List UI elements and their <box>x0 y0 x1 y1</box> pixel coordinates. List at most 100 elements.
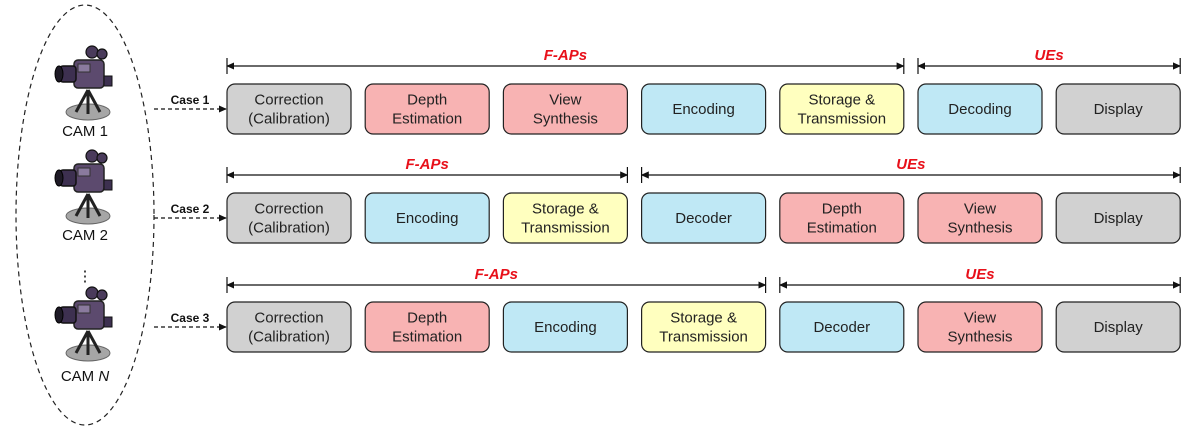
stage-label: Display <box>1094 210 1144 227</box>
stage-label: Depth <box>822 201 862 218</box>
stage-box: Encoding <box>502 301 628 353</box>
stage-box-shape <box>502 192 628 244</box>
stage-label: Decoding <box>948 101 1011 118</box>
span-label: F-APs <box>544 47 587 64</box>
stage-box-shape <box>226 192 352 244</box>
stage-label: Estimation <box>392 111 462 128</box>
stage-box: Display <box>1055 192 1181 244</box>
stage-label: Storage & <box>532 201 599 218</box>
case-label: Case 3 <box>171 311 210 325</box>
stage-box-shape <box>779 301 905 353</box>
stage-box: Decoding <box>917 83 1043 135</box>
stage-box-shape <box>364 301 490 353</box>
stage-box-shape <box>1055 301 1181 353</box>
stage-label: Depth <box>407 310 447 327</box>
stage-label: Storage & <box>808 92 875 109</box>
stage-label: (Calibration) <box>248 329 330 346</box>
stage-box-shape <box>640 83 767 135</box>
stage-box-shape <box>364 192 490 244</box>
stage-label: Storage & <box>670 310 737 327</box>
stage-box-shape <box>1055 83 1181 135</box>
stage-label: Encoding <box>534 319 597 336</box>
video-camera-icon <box>53 148 114 226</box>
video-camera-icon <box>53 285 114 363</box>
stage-box: Display <box>1055 301 1181 353</box>
stage-box: Encoding <box>640 83 767 135</box>
stage-box-shape <box>917 192 1043 244</box>
camera-label: CAM 2 <box>62 227 108 244</box>
stage-label: Correction <box>254 92 323 109</box>
stage-label: Decoder <box>813 319 870 336</box>
stage-label: Transmission <box>797 111 886 128</box>
stage-box: Decoder <box>640 192 767 244</box>
stage-box-shape <box>364 83 490 135</box>
stage-label: View <box>964 310 996 327</box>
camera-2: CAM 2 <box>53 148 114 244</box>
camera-label: CAM 1 <box>62 123 108 140</box>
stage-label: (Calibration) <box>248 111 330 128</box>
span-label: F-APs <box>406 156 449 173</box>
stage-box: Storage & Transmission <box>779 83 905 135</box>
stage-box-shape <box>226 83 352 135</box>
stage-box: Storage & Transmission <box>640 301 767 353</box>
span-label: UEs <box>965 266 994 283</box>
stage-box: Storage & Transmission <box>502 192 628 244</box>
stage-label: Display <box>1094 101 1144 118</box>
stage-box-shape <box>640 192 767 244</box>
stage-box-shape <box>779 192 905 244</box>
stage-label: (Calibration) <box>248 220 330 237</box>
camera-n: CAM N <box>53 285 114 385</box>
stage-box-shape <box>917 83 1043 135</box>
span-label: UEs <box>1035 47 1064 64</box>
stage-label: Correction <box>254 310 323 327</box>
stage-label: View <box>549 92 581 109</box>
stage-label: Transmission <box>521 220 610 237</box>
stage-label: Decoder <box>675 210 732 227</box>
stage-label: View <box>964 201 996 218</box>
stage-box-shape <box>226 301 352 353</box>
camera-ellipsis: ⋮ <box>78 268 93 285</box>
stage-box: Display <box>1055 83 1181 135</box>
stage-box-shape <box>502 301 628 353</box>
stage-box-shape <box>502 83 628 135</box>
stage-label: Correction <box>254 201 323 218</box>
stage-box: Encoding <box>364 192 490 244</box>
stage-label: Synthesis <box>947 329 1012 346</box>
stage-label: Estimation <box>807 220 877 237</box>
case-label: Case 2 <box>171 202 210 216</box>
stage-box-shape <box>917 301 1043 353</box>
stage-box-shape <box>779 83 905 135</box>
stage-box: Correction (Calibration) <box>226 301 352 353</box>
case-label: Case 1 <box>171 93 210 107</box>
stage-label: Transmission <box>659 329 748 346</box>
camera-1: CAM 1 <box>53 44 114 140</box>
stage-label: Synthesis <box>947 220 1012 237</box>
camera-label: CAM N <box>61 368 110 385</box>
video-camera-icon <box>53 44 114 122</box>
stage-label: Encoding <box>672 101 735 118</box>
stage-box: Correction (Calibration) <box>226 192 352 244</box>
stage-box: Decoder <box>779 301 905 353</box>
stage-box: Correction (Calibration) <box>226 83 352 135</box>
stage-label: Synthesis <box>533 111 598 128</box>
stage-label: Estimation <box>392 329 462 346</box>
span-label: F-APs <box>475 266 518 283</box>
stage-box-shape <box>640 301 767 353</box>
camera-group-outline <box>15 4 155 426</box>
stage-label: Display <box>1094 319 1144 336</box>
stage-label: Depth <box>407 92 447 109</box>
span-label: UEs <box>896 156 925 173</box>
stage-box-shape <box>1055 192 1181 244</box>
stage-label: Encoding <box>396 210 459 227</box>
